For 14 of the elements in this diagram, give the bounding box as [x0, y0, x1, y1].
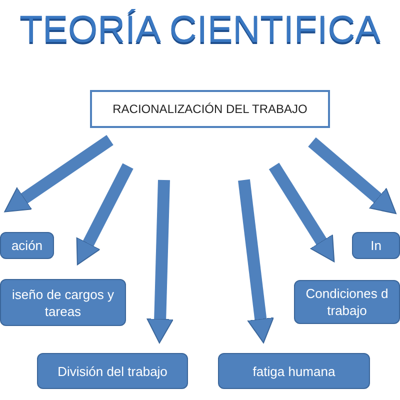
block-arrow: [308, 137, 396, 214]
title: TEORÍA CIENTIFICA: [18, 8, 382, 53]
block-arrow: [146, 180, 174, 344]
process-box: División del trabajo: [37, 353, 188, 389]
process-box: fatiga humana: [218, 353, 370, 389]
block-arrow: [4, 135, 114, 212]
root-box: RACIONALIZACIÓN DEL TRABAJO: [90, 90, 330, 128]
process-box: Condiciones d trabajo: [294, 280, 400, 324]
process-box: ación: [0, 232, 54, 259]
block-arrow: [76, 163, 134, 266]
block-arrow: [238, 179, 274, 344]
block-arrow: [268, 162, 335, 262]
process-box: In: [352, 232, 400, 259]
process-box: iseño de cargos y tareas: [0, 279, 126, 326]
